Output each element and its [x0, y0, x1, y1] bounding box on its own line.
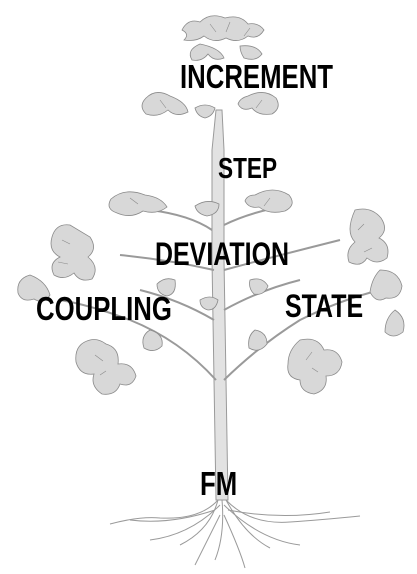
label-deviation: DEVIATION: [155, 236, 290, 272]
foliage: [17, 15, 405, 395]
foliage-texture: [57, 21, 373, 376]
label-fm: FM: [200, 465, 238, 502]
roots: [109, 499, 361, 569]
label-state: STATE: [285, 288, 364, 324]
label-coupling: COUPLING: [36, 290, 172, 327]
label-step: STEP: [218, 153, 278, 185]
label-increment: INCREMENT: [180, 58, 334, 95]
